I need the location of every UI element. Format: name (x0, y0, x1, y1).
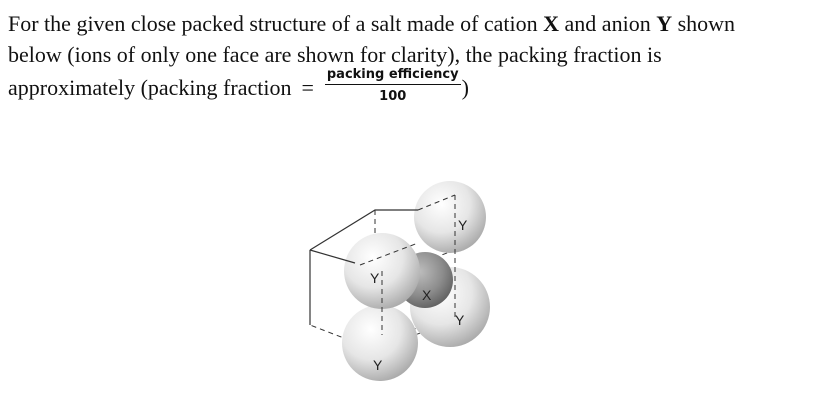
question-line-1: For the given close packed structure of … (8, 11, 736, 36)
front-face-dashed-edges (359, 194, 456, 335)
cube-visible-edges (309, 209, 418, 325)
label-y-top-right: Y (458, 217, 468, 233)
question-line-2: below (ions of only one face are shown f… (8, 42, 662, 67)
equals-sign: = (301, 75, 314, 101)
crystal-structure-diagram: Y Y X Y Y (309, 181, 490, 381)
question-text: For the given close packed structure of … (8, 8, 808, 110)
packing-fraction-formula: packing efficiency 100 (324, 66, 461, 106)
sphere-y-bottom (342, 305, 418, 381)
cation-symbol: X (543, 11, 560, 36)
label-y-right: Y (455, 312, 465, 328)
anion-symbol: Y (656, 11, 673, 36)
question-line-3: approximately (packing fraction=packing … (8, 67, 469, 104)
label-x-center: X (422, 287, 432, 303)
sphere-y-top-right (414, 181, 486, 253)
fraction-denominator: 100 (379, 89, 407, 104)
label-y-left: Y (370, 270, 380, 286)
fraction-numerator: packing efficiency (324, 66, 461, 85)
label-y-bottom: Y (373, 357, 383, 373)
